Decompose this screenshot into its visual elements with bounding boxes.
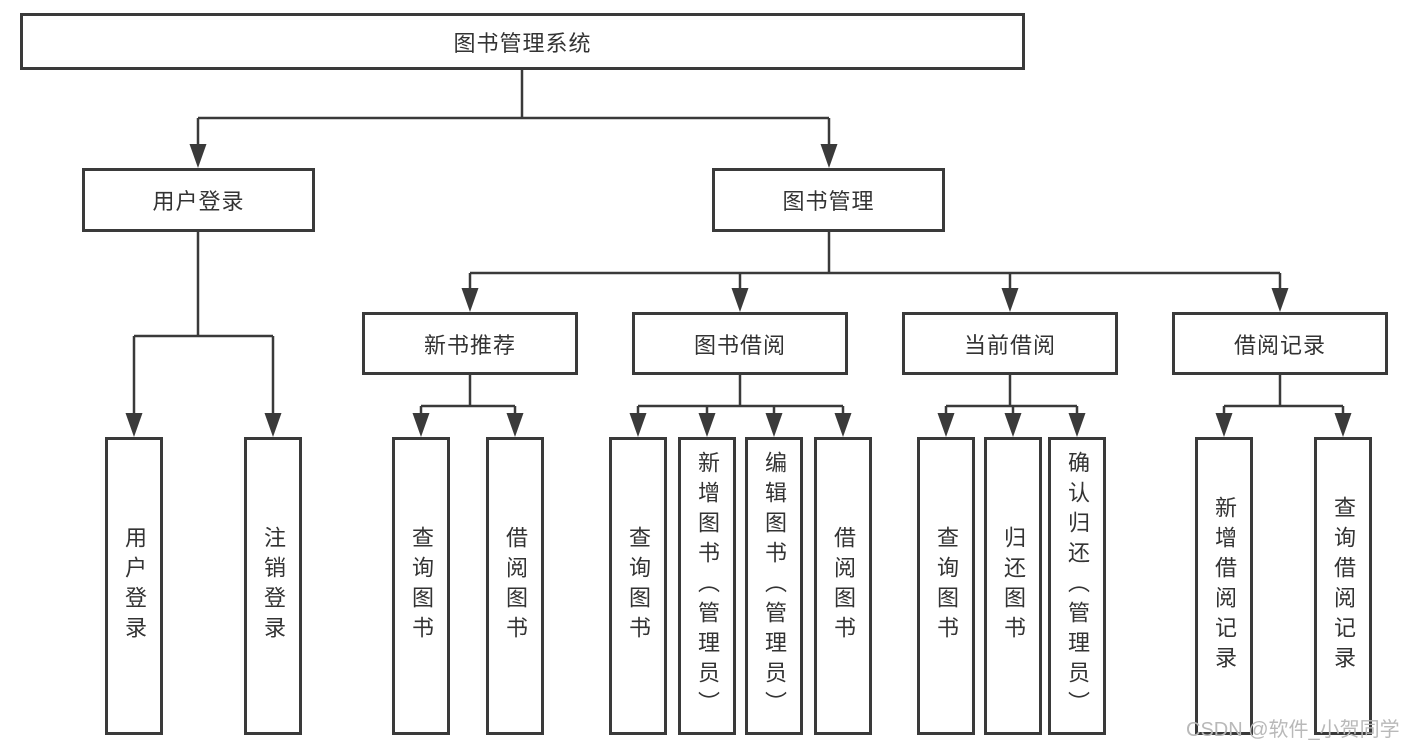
arrowhead (834, 413, 852, 437)
node-label: 图书借阅 (693, 332, 786, 358)
connector-book-management-to-level3 (468, 232, 1282, 288)
node-leaf-logout: 注销登录 (244, 437, 302, 735)
node-leaf-return-book: 归还图书 (984, 437, 1042, 735)
arrowhead (125, 413, 143, 437)
arrowhead (1334, 413, 1352, 437)
node-borrow-records: 借阅记录 (1172, 312, 1388, 375)
node-label: 查询图书 (409, 526, 434, 646)
arrowhead (189, 144, 207, 168)
node-label: 归还图书 (1001, 526, 1026, 646)
node-book-management: 图书管理 (712, 168, 945, 232)
arrowhead (1068, 413, 1086, 437)
node-label: 查询图书 (934, 526, 959, 646)
node-leaf-query-borrow-record: 查询借阅记录 (1314, 437, 1372, 735)
node-label: 图书管理系统 (453, 30, 592, 56)
node-label: 新增借阅记录 (1212, 496, 1237, 676)
connector-book-borrow-to-leaves (636, 375, 845, 413)
node-label: 借阅图书 (503, 526, 528, 646)
connector-borrow-records-to-leaves (1222, 375, 1345, 413)
node-label: 用户登录 (152, 189, 245, 214)
node-leaf-query-book: 查询图书 (392, 437, 450, 735)
node-label: 新增图书（管理员） (695, 451, 720, 721)
node-label: 查询借阅记录 (1331, 496, 1356, 676)
arrowhead (820, 144, 838, 168)
node-leaf-edit-book-admin: 编辑图书（管理员） (745, 437, 803, 735)
node-leaf-query-book: 查询图书 (609, 437, 667, 735)
node-label: 新书推荐 (423, 332, 516, 358)
node-library-management-system: 图书管理系统 (20, 13, 1025, 70)
node-leaf-borrow-book: 借阅图书 (814, 437, 872, 735)
connector-current-borrow-to-leaves (944, 375, 1079, 413)
node-leaf-add-book-admin: 新增图书（管理员） (678, 437, 736, 735)
node-label: 查询图书 (626, 526, 651, 646)
arrowhead (1215, 413, 1233, 437)
node-leaf-user-login: 用户登录 (105, 437, 163, 735)
node-label: 借阅图书 (831, 526, 856, 646)
arrowhead (461, 288, 479, 312)
node-label: 编辑图书（管理员） (762, 451, 787, 721)
connector-root-to-level2 (196, 70, 831, 144)
arrowhead (765, 413, 783, 437)
watermark: CSDN @软件_小贺同学 (1186, 719, 1400, 741)
node-label: 图书管理 (782, 189, 875, 214)
node-label: 借阅记录 (1233, 332, 1326, 358)
node-leaf-confirm-return-admin: 确认归还（管理员） (1048, 437, 1106, 735)
node-current-borrow: 当前借阅 (902, 312, 1118, 375)
arrowhead (937, 413, 955, 437)
arrowhead (1004, 413, 1022, 437)
arrowhead (506, 413, 524, 437)
node-leaf-add-borrow-record: 新增借阅记录 (1195, 437, 1253, 735)
node-book-borrow: 图书借阅 (632, 312, 848, 375)
node-user-login: 用户登录 (82, 168, 315, 232)
arrowhead (264, 413, 282, 437)
connector-user-login-to-leaves (132, 232, 275, 413)
arrowhead (731, 288, 749, 312)
node-label: 当前借阅 (963, 332, 1056, 358)
arrowhead (1001, 288, 1019, 312)
arrowhead (629, 413, 647, 437)
connector-new-book-recommend-to-leaves (419, 375, 517, 413)
node-label: 确认归还（管理员） (1065, 451, 1090, 721)
arrowhead (412, 413, 430, 437)
node-leaf-borrow-book: 借阅图书 (486, 437, 544, 735)
node-leaf-query-book: 查询图书 (917, 437, 975, 735)
arrowhead (1271, 288, 1289, 312)
node-new-book-recommend: 新书推荐 (362, 312, 578, 375)
node-label: 注销登录 (261, 526, 286, 646)
node-label: 用户登录 (122, 526, 147, 646)
arrowheads (125, 144, 1352, 437)
arrowhead (698, 413, 716, 437)
